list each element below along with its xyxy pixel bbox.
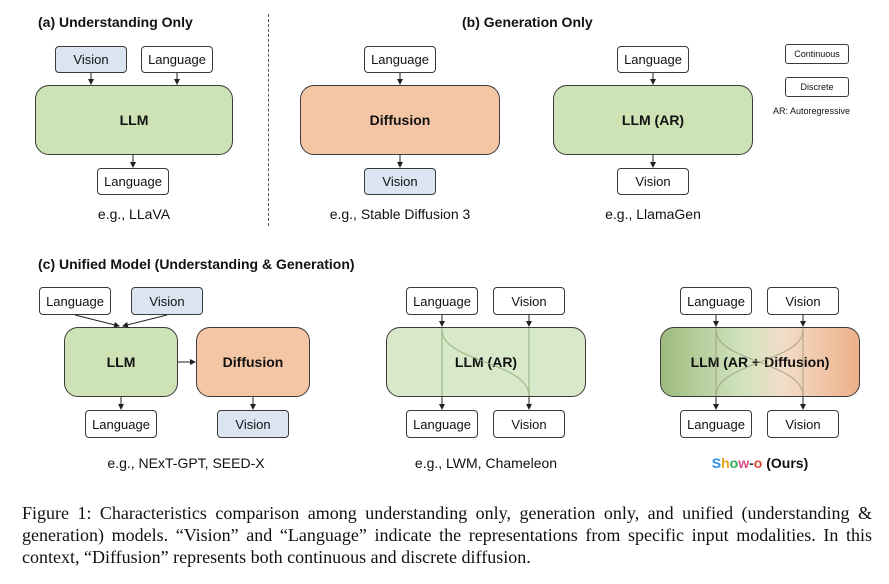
vision-output-box: Vision xyxy=(493,410,565,438)
section-title-a: (a) Understanding Only xyxy=(38,14,193,30)
vision-output-box: Vision xyxy=(364,168,436,195)
vision-input-box: Vision xyxy=(493,287,565,315)
show-o-letter: o xyxy=(753,455,763,471)
legend-continuous: Continuous xyxy=(785,44,849,64)
example-text-c1: e.g., NExT-GPT, SEED-X xyxy=(107,455,265,471)
example-text-b2: e.g., LlamaGen xyxy=(605,206,701,222)
llm-ar-diffusion-block: LLM (AR + Diffusion) xyxy=(660,327,860,397)
vision-input-box: Vision xyxy=(767,287,839,315)
language-input-box: Language xyxy=(617,46,689,73)
language-input-box: Language xyxy=(141,46,213,73)
legend-discrete: Discrete xyxy=(785,77,849,97)
figure-caption: Figure 1: Characteristics comparison amo… xyxy=(22,503,872,567)
llm-ar-block: LLM (AR) xyxy=(553,85,753,155)
language-output-box: Language xyxy=(680,410,752,438)
arrow xyxy=(122,314,168,328)
language-input-box: Language xyxy=(39,287,111,315)
section-divider xyxy=(268,14,269,226)
language-output-box: Language xyxy=(406,410,478,438)
language-input-box: Language xyxy=(364,46,436,73)
show-o-letter: o xyxy=(729,455,739,471)
example-text-b1: e.g., Stable Diffusion 3 xyxy=(329,206,471,222)
vision-input-box: Vision xyxy=(55,46,127,73)
arrow xyxy=(74,314,120,328)
diffusion-block: Diffusion xyxy=(196,327,310,397)
language-output-box: Language xyxy=(97,168,169,195)
llm-block: LLM xyxy=(64,327,178,397)
llm-ar-block: LLM (AR) xyxy=(386,327,586,397)
show-o-letter: S xyxy=(711,455,722,471)
vision-output-box: Vision xyxy=(217,410,289,438)
vision-output-box: Vision xyxy=(767,410,839,438)
example-text-a: e.g., LLaVA xyxy=(97,206,171,222)
show-o-letter: - xyxy=(749,455,754,471)
language-input-box: Language xyxy=(406,287,478,315)
diffusion-block: Diffusion xyxy=(300,85,500,155)
show-o-letter: h xyxy=(721,455,730,471)
show-o-suffix: (Ours) xyxy=(762,455,809,471)
section-title-c: (c) Unified Model (Understanding & Gener… xyxy=(38,256,355,272)
language-input-box: Language xyxy=(680,287,752,315)
language-output-box: Language xyxy=(85,410,157,438)
vision-output-box: Vision xyxy=(617,168,689,195)
llm-block: LLM xyxy=(35,85,233,155)
example-text-c2: e.g., LWM, Chameleon xyxy=(414,455,558,471)
section-title-b: (b) Generation Only xyxy=(462,14,593,30)
show-o-label: Show-o (Ours) xyxy=(660,455,860,471)
vision-input-box: Vision xyxy=(131,287,203,315)
show-o-letter: w xyxy=(738,455,750,471)
legend-ar-note: AR: Autoregressive xyxy=(773,106,851,116)
